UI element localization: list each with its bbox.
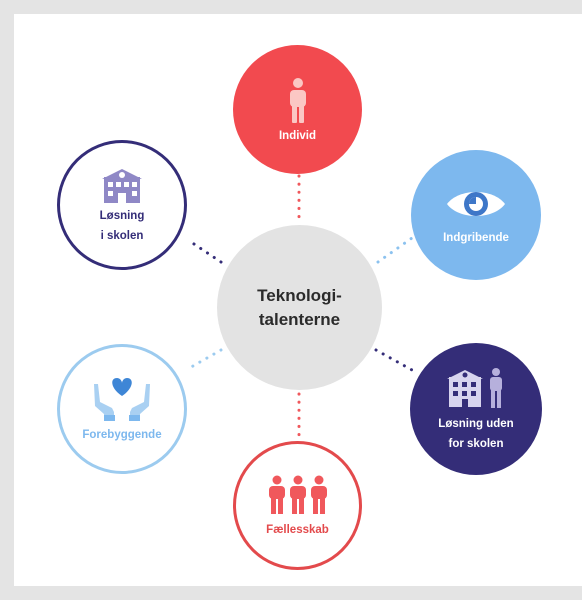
node-individ-label: Individ bbox=[278, 129, 317, 142]
connector-losning-uden bbox=[374, 348, 414, 372]
node-indgribende: Indgribende bbox=[411, 150, 541, 280]
connector-forebyggende bbox=[184, 348, 223, 372]
hands-heart-icon bbox=[94, 378, 150, 421]
node-losning-i: Løsning i skolen bbox=[57, 140, 187, 270]
connector-indgribende bbox=[376, 236, 414, 264]
node-losning-uden-line2: for skolen bbox=[448, 438, 504, 450]
building-person-icon bbox=[447, 368, 502, 408]
connector-losning-i bbox=[186, 238, 223, 264]
node-indgribende-label: Indgribende bbox=[443, 232, 509, 244]
node-losning-uden-line1: Løsning uden bbox=[438, 418, 514, 430]
center-label-line2: talenterne bbox=[258, 309, 341, 329]
group-icon bbox=[268, 475, 327, 514]
person-icon bbox=[289, 77, 306, 123]
eye-icon bbox=[447, 192, 505, 216]
node-individ: Individ bbox=[233, 45, 362, 174]
node-losning-i-line1: Løsning bbox=[99, 210, 145, 222]
center-label-line1: Teknologi- bbox=[257, 285, 342, 305]
node-forebyggende: Forebyggende bbox=[57, 344, 187, 474]
node-faellesskab-label: Fællesskab bbox=[266, 523, 329, 536]
node-faellesskab: Fællesskab bbox=[233, 441, 362, 570]
center-node: Teknologi- talenterne bbox=[217, 225, 382, 390]
school-building-icon bbox=[102, 169, 142, 203]
node-forebyggende-label: Forebyggende bbox=[82, 429, 162, 441]
node-losning-i-line2: i skolen bbox=[100, 230, 144, 242]
node-losning-uden: Løsning uden for skolen bbox=[410, 343, 542, 475]
